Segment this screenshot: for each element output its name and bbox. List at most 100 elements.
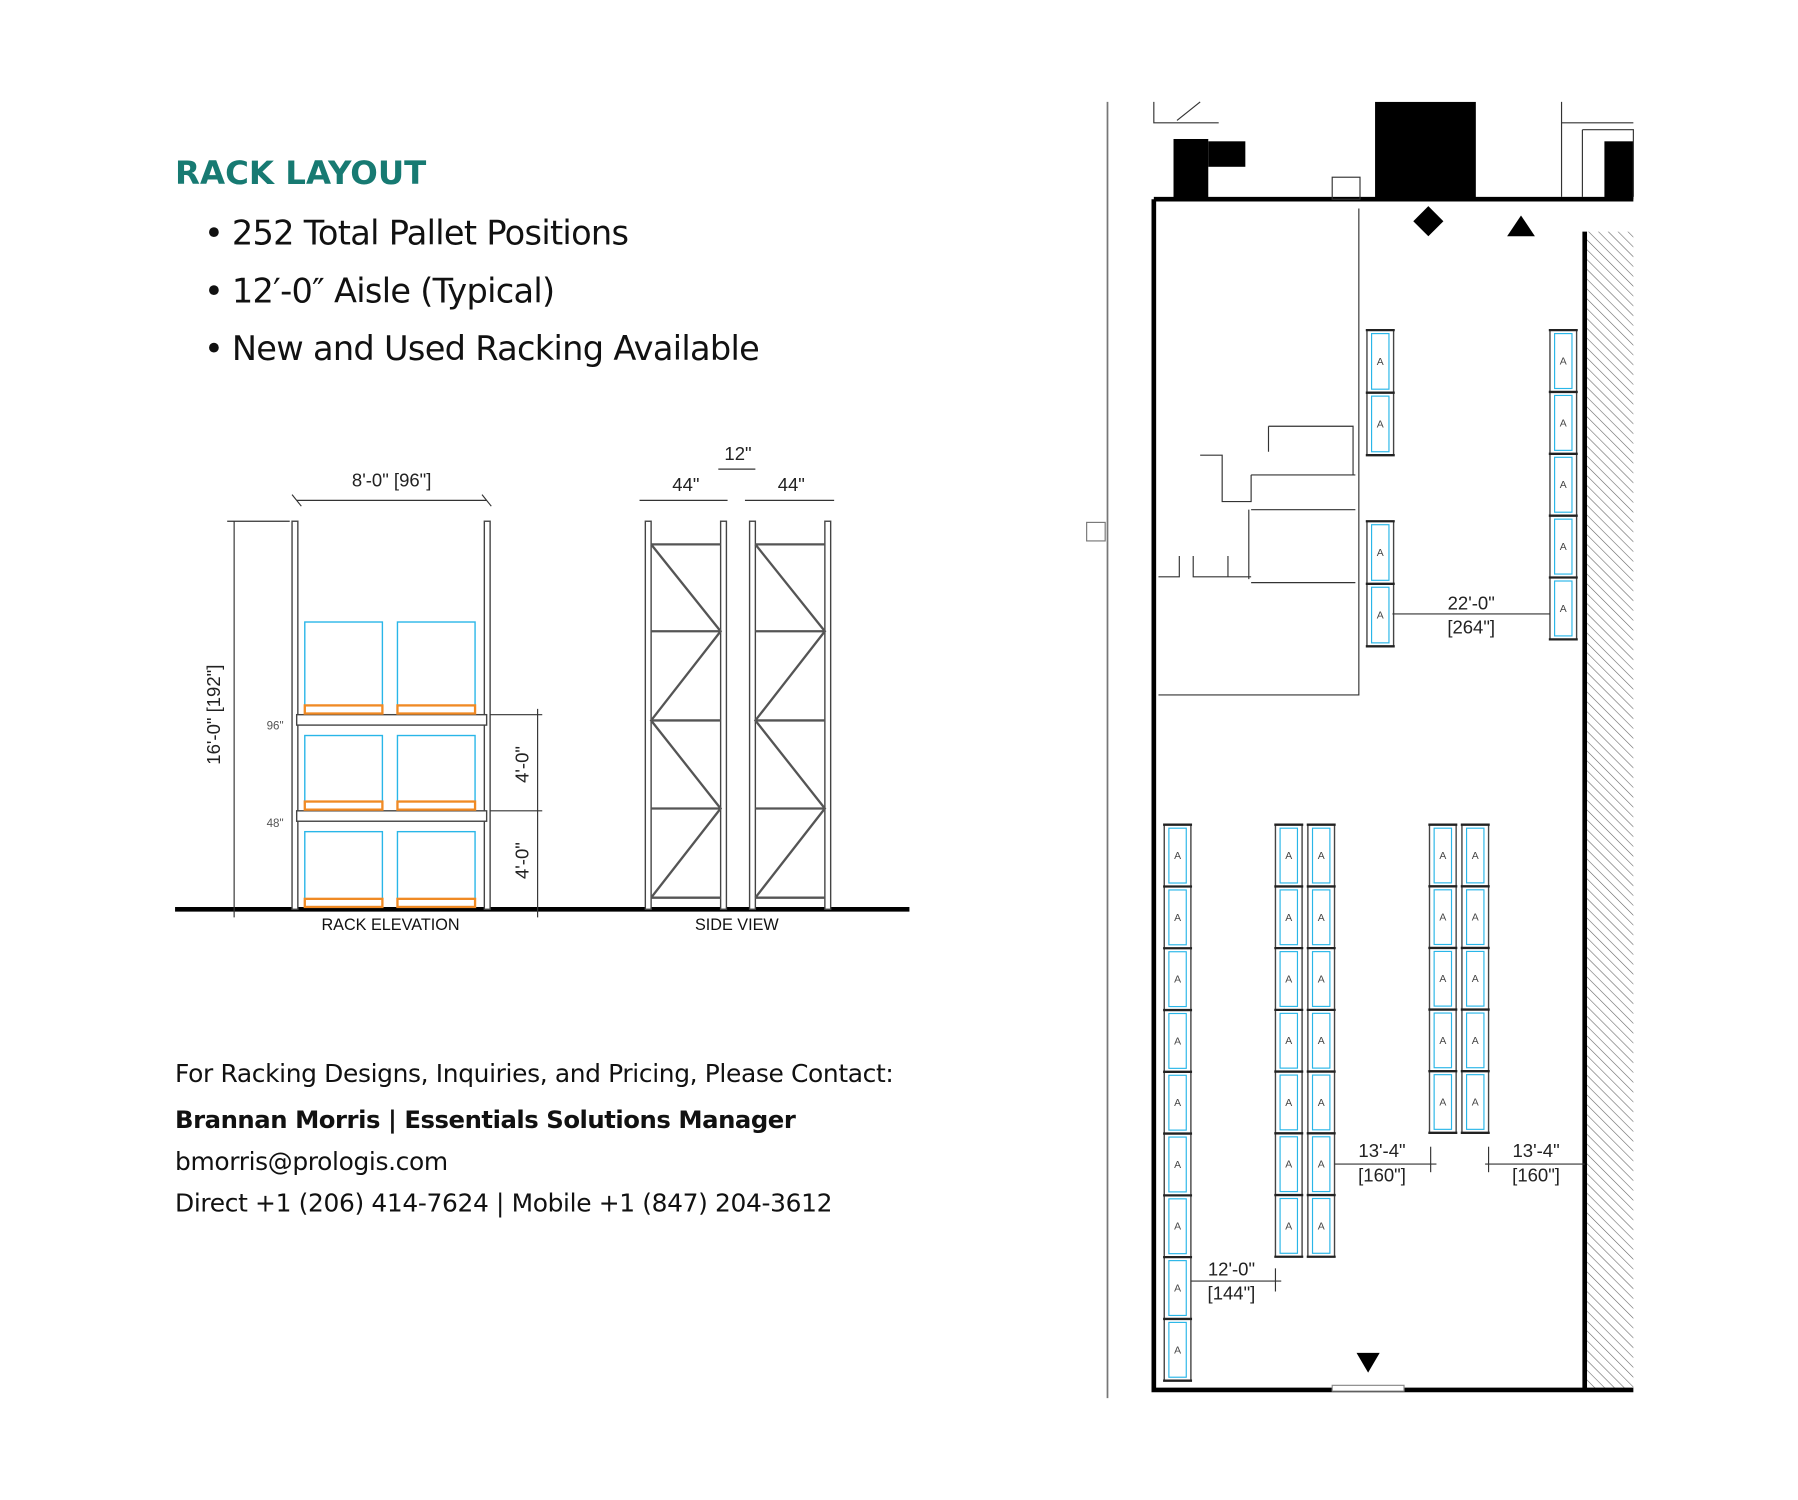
pallet-load xyxy=(304,830,384,900)
bay-label: A xyxy=(1472,851,1479,862)
pallet-position xyxy=(1168,1074,1187,1131)
bay-label: A xyxy=(1174,1098,1181,1109)
bullet-item: • xyxy=(204,329,223,368)
pallet-position xyxy=(1433,1012,1453,1069)
bay-label: A xyxy=(1318,1036,1325,1047)
pallet-position xyxy=(1433,889,1453,946)
pallet-load xyxy=(396,830,476,900)
pallet-base xyxy=(396,800,477,811)
bullet-text: New and Used Racking Available xyxy=(232,329,759,368)
pallet-position xyxy=(1279,1197,1299,1254)
bay-label: A xyxy=(1174,1160,1181,1171)
bay-label: A xyxy=(1285,1036,1292,1047)
level-dimension: 4'-0" xyxy=(511,746,532,783)
pallet-position xyxy=(1371,524,1390,581)
warehouse-floor-plan: AAAAAAAAAAAAAAAAAAAAAAAAAAAAAAAAAAAAAAAA… xyxy=(1086,101,1634,1399)
pallet-position xyxy=(1168,1260,1187,1317)
pallet-position xyxy=(1465,1012,1485,1069)
frame-bracing xyxy=(753,543,827,899)
pallet-load xyxy=(396,621,476,707)
pallet-position xyxy=(1279,951,1299,1007)
bay-label: A xyxy=(1560,604,1567,615)
pallet-position xyxy=(1311,827,1331,884)
bay-label: A xyxy=(1285,1098,1292,1109)
bay-label: A xyxy=(1439,974,1446,985)
aisle-dimension-in: [264"] xyxy=(1447,617,1495,638)
frame-bracing xyxy=(649,543,723,899)
bay-label: A xyxy=(1285,1160,1292,1171)
bay-label: A xyxy=(1285,1221,1292,1232)
bay-label: A xyxy=(1472,974,1479,985)
bay-label: A xyxy=(1439,851,1446,862)
pallet-position xyxy=(1371,586,1390,644)
bay-label: A xyxy=(1472,913,1479,924)
level-dimension: 4'-0" xyxy=(511,842,532,879)
pallet-position xyxy=(1279,1074,1299,1131)
pallet-position xyxy=(1168,827,1187,884)
contact-phones: Direct +1 (206) 414-7624 | Mobile +1 (84… xyxy=(175,1189,832,1218)
pallet-position xyxy=(1311,889,1331,946)
bay-label: A xyxy=(1174,1284,1181,1295)
pallet-position xyxy=(1433,950,1453,1007)
pallet-position xyxy=(1554,333,1573,390)
pallet-position xyxy=(1311,1074,1331,1131)
pallet-position xyxy=(1554,394,1573,451)
bay-label: A xyxy=(1439,1097,1446,1108)
pallet-load xyxy=(304,621,384,707)
pallet-base xyxy=(303,704,384,715)
bay-label: A xyxy=(1318,1160,1325,1171)
pallet-position xyxy=(1465,889,1485,946)
bay-label: A xyxy=(1318,1221,1325,1232)
contact-name-title: Brannan Morris | Essentials Solutions Ma… xyxy=(175,1105,796,1134)
bay-label: A xyxy=(1472,1036,1479,1047)
width-dimension: 8'-0" [96"] xyxy=(352,469,431,490)
bay-label: A xyxy=(1377,548,1384,559)
bay-label: A xyxy=(1318,851,1325,862)
pallet-position xyxy=(1311,951,1331,1007)
pallet-position xyxy=(1433,827,1453,884)
aisle-dimension-ft: 22'-0" xyxy=(1448,592,1495,613)
pallet-base xyxy=(303,897,384,909)
pallet-position xyxy=(1279,1136,1299,1193)
aisle-dimension-ft: 13'-4" xyxy=(1358,1140,1405,1161)
pallet-base xyxy=(396,704,477,715)
aisle-dimension-in: [160"] xyxy=(1512,1164,1560,1185)
pallet-base xyxy=(303,800,384,811)
pallet-position xyxy=(1168,1198,1187,1255)
contact-email[interactable]: bmorris@prologis.com xyxy=(175,1147,448,1176)
pallet-position xyxy=(1371,395,1390,453)
bay-label: A xyxy=(1439,913,1446,924)
bay-label: A xyxy=(1174,913,1181,924)
bay-label: A xyxy=(1560,480,1567,491)
bay-label: A xyxy=(1174,1345,1181,1356)
side-view-caption: SIDE VIEW xyxy=(695,916,779,934)
beam-height-label: 48" xyxy=(267,818,284,830)
bay-label: A xyxy=(1285,974,1292,985)
aisle-dimension-in: [144"] xyxy=(1208,1283,1256,1304)
bay-label: A xyxy=(1174,975,1181,986)
bullet-text: 12′-0″ Aisle (Typical) xyxy=(232,271,555,310)
pallet-position xyxy=(1279,827,1299,884)
depth-dimension: 44" xyxy=(778,474,805,495)
pallet-position xyxy=(1554,580,1573,637)
bay-label: A xyxy=(1472,1097,1479,1108)
bay-label: A xyxy=(1377,357,1384,368)
pallet-position xyxy=(1433,1074,1453,1130)
pallet-position xyxy=(1465,950,1485,1007)
bay-label: A xyxy=(1285,913,1292,924)
pallet-position xyxy=(1168,1321,1187,1378)
bay-label: A xyxy=(1560,418,1567,429)
bay-label: A xyxy=(1174,851,1181,862)
bullet-item: • xyxy=(204,271,223,310)
contact-block: For Racking Designs, Inquiries, and Pric… xyxy=(175,1059,894,1218)
pallet-position xyxy=(1168,951,1187,1008)
bay-label: A xyxy=(1439,1036,1446,1047)
bay-label: A xyxy=(1560,542,1567,553)
pallet-position xyxy=(1279,889,1299,946)
pallet-position xyxy=(1168,889,1187,946)
bay-label: A xyxy=(1174,1036,1181,1047)
pallet-position xyxy=(1279,1012,1299,1069)
bay-label: A xyxy=(1285,851,1292,862)
bay-label: A xyxy=(1377,611,1384,622)
